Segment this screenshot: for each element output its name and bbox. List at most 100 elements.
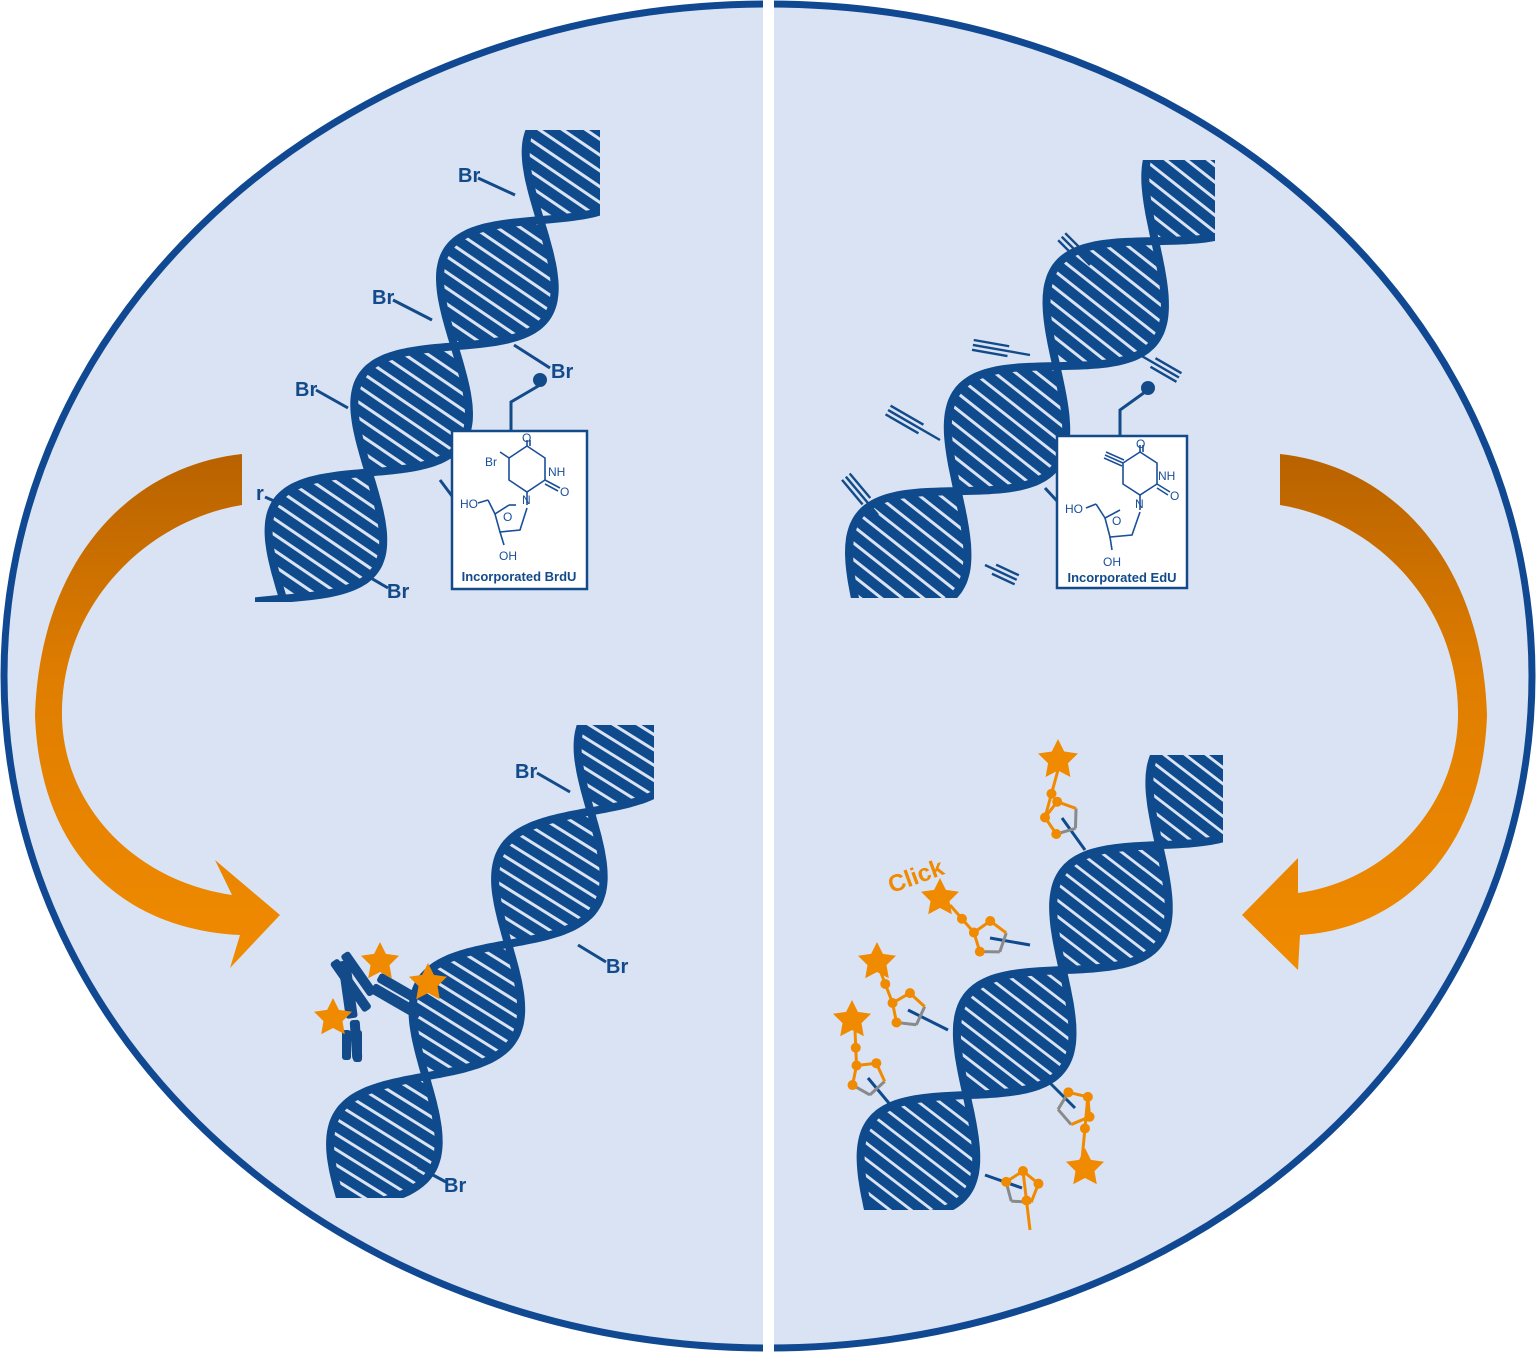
o-side-label: O	[1170, 489, 1179, 503]
ring-o-label: O	[503, 510, 512, 524]
base-pair-rung	[1122, 843, 1169, 882]
base-pair-rung	[391, 350, 472, 410]
base-pair-rung	[521, 825, 607, 884]
base-pair-rung	[945, 440, 1009, 493]
base-pair-rung	[954, 1038, 1023, 1095]
base-pair-rung	[903, 1097, 980, 1159]
base-pair-rung	[533, 130, 600, 191]
base-pair-rung	[886, 493, 971, 563]
base-pair-rung	[1145, 160, 1215, 232]
base-pair-rung	[469, 946, 521, 984]
o-side-label: O	[560, 485, 569, 499]
bromine-label: Br	[515, 761, 537, 783]
dna-helix-top-right	[840, 160, 1215, 598]
edu-caption: Incorporated EdU	[1067, 570, 1176, 585]
dna-backbone-strand	[840, 160, 1208, 598]
bromine-label: Br	[295, 379, 317, 401]
base-pair-rung	[387, 1079, 438, 1116]
center-divider	[763, 0, 774, 1352]
bromine-label-partial: r	[256, 483, 264, 505]
base-pair-rung	[954, 1022, 1039, 1091]
edu-structure-box: O NH O N O HO OH Incorporated EdU	[1055, 434, 1189, 590]
base-pair-rung	[526, 130, 600, 202]
o-top-label: O	[1136, 437, 1145, 451]
base-pair-rung	[849, 579, 896, 598]
base-pair-rung	[591, 725, 654, 766]
base-pair-rung	[1074, 854, 1170, 932]
bromine-label: Br	[387, 581, 409, 603]
base-pair-rung	[543, 130, 600, 179]
base-pair-rung	[492, 884, 566, 936]
base-pair-rung	[1147, 797, 1207, 846]
triazole-icon	[984, 1166, 1044, 1231]
bromine-label: Br	[444, 1175, 466, 1197]
base-pair-rung	[867, 1117, 969, 1199]
triazole-fluorophore-groups	[833, 739, 1104, 1231]
bromine-label: Br	[458, 165, 480, 187]
base-pair-rung	[1064, 252, 1165, 335]
brdu-caption: Incorporated BrdU	[462, 569, 577, 584]
dna-backbone-strand	[326, 725, 654, 1198]
base-pair-rung	[410, 1017, 484, 1068]
base-pair-rung	[1146, 780, 1223, 843]
base-pair-rung	[1151, 160, 1215, 224]
n-label: N	[522, 493, 531, 507]
base-pair-rung	[1150, 815, 1188, 848]
base-pair-rung	[439, 257, 541, 331]
base-pair-rung	[872, 498, 969, 578]
base-pair-rung	[552, 814, 603, 851]
bromine-label: Br	[606, 956, 628, 978]
base-pair-rung	[426, 965, 522, 1031]
brdu-structure-box: Br O NH O N O HO OH Incorporated BrdU	[450, 429, 589, 591]
base-pair-rung	[370, 1084, 441, 1133]
base-pair-rung	[1045, 319, 1103, 369]
base-pair-rung	[1144, 199, 1197, 244]
base-pair-rung	[1167, 755, 1223, 810]
o-top-label: O	[522, 431, 531, 445]
base-pair-rung	[846, 543, 931, 598]
base-pair-rung	[1110, 238, 1167, 286]
base-pair-rung	[356, 1090, 442, 1149]
base-pair-rung	[1016, 363, 1067, 407]
base-pair-rung	[1158, 755, 1223, 822]
base-pair-rung	[327, 1149, 401, 1198]
oh-label: OH	[1103, 555, 1121, 569]
base-pair-rung	[1050, 901, 1132, 967]
base-pair-rung	[957, 383, 1061, 468]
base-pair-rung	[273, 571, 311, 601]
base-pair-rung	[365, 364, 469, 440]
base-pair-rung	[997, 365, 1069, 425]
base-pair-rung	[535, 819, 606, 868]
base-pair-rung	[408, 346, 469, 393]
ho-label: HO	[460, 497, 478, 511]
base-pair-rung	[492, 868, 580, 929]
substituent-label: Br	[485, 455, 497, 469]
base-pair-rung	[1031, 967, 1072, 1003]
base-pair-rung	[438, 287, 513, 344]
base-pair-rung	[575, 752, 649, 803]
dna-helix-bottom-right	[855, 755, 1223, 1210]
base-pair-rung	[500, 843, 600, 910]
base-pair-rung	[344, 1098, 440, 1163]
base-pair-rung	[876, 1108, 975, 1188]
base-pair-rung	[1056, 873, 1157, 954]
base-pair-rung	[578, 768, 632, 808]
base-pair-rung	[1063, 862, 1165, 944]
bromine-label: Br	[372, 287, 394, 309]
base-pair-rung	[944, 422, 1026, 490]
base-pair-rung	[1050, 917, 1115, 971]
base-pair-rung	[1012, 969, 1075, 1021]
base-pair-rung	[1051, 886, 1146, 962]
base-pair-rung	[410, 1001, 498, 1062]
base-pair-rung	[846, 560, 915, 598]
dna-backbone-strand	[255, 130, 597, 602]
base-pair-rung	[441, 306, 495, 347]
base-pair-rung	[438, 958, 524, 1017]
base-pair-rung	[268, 552, 330, 598]
base-pair-rung	[1092, 241, 1168, 304]
base-pair-rung	[995, 973, 1076, 1038]
base-pair-rung	[1142, 181, 1215, 242]
base-pair-rung	[948, 459, 990, 495]
base-pair-rung	[575, 736, 654, 797]
base-pair-rung	[454, 235, 556, 309]
